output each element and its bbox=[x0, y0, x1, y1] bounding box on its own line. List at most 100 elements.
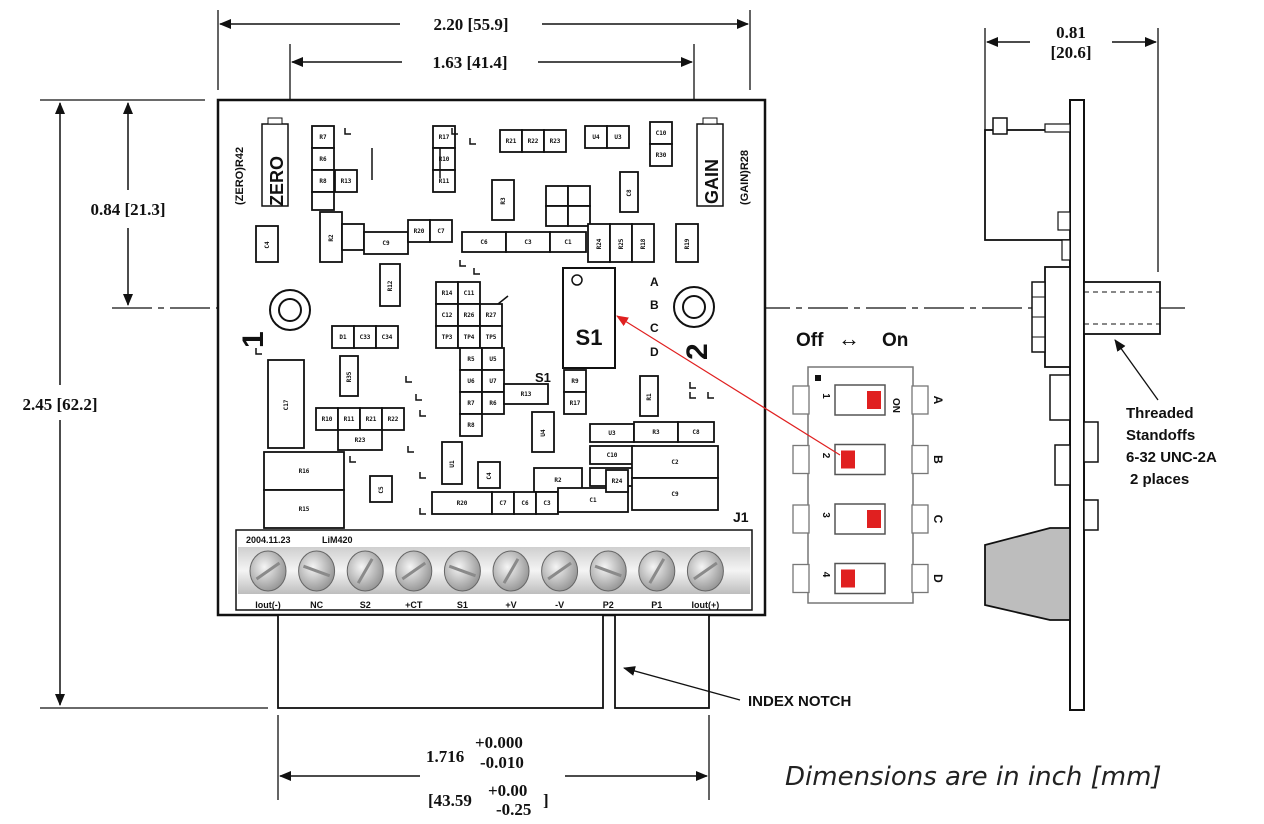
terminal: P2 bbox=[589, 550, 627, 610]
component-footprint: R13 bbox=[334, 169, 358, 193]
switch-s1-small-label: S1 bbox=[535, 370, 551, 385]
index-notch-label: INDEX NOTCH bbox=[748, 693, 851, 710]
silkscreen-mark bbox=[255, 348, 262, 355]
dip-letter: B bbox=[931, 455, 945, 464]
component-footprint bbox=[311, 191, 335, 211]
dim-depth: 0.81 [20.6] bbox=[984, 23, 1159, 272]
component-label: C12 bbox=[442, 312, 453, 319]
overall-width-label: 2.20 [55.9] bbox=[433, 15, 508, 34]
component-label: R13 bbox=[521, 391, 532, 398]
standoff-line-1: Threaded bbox=[1126, 405, 1194, 422]
component-footprint: R23 bbox=[543, 129, 567, 153]
component-footprint: C6 bbox=[513, 491, 537, 515]
dip-leader-line bbox=[616, 315, 841, 456]
component-footprint: R18 bbox=[631, 223, 655, 263]
component-label: C6 bbox=[521, 500, 529, 507]
component-label: C3 bbox=[543, 500, 551, 507]
component-label: R19 bbox=[684, 238, 691, 249]
component-label: U6 bbox=[467, 378, 475, 385]
component-label: R3 bbox=[652, 429, 660, 436]
component-label: D1 bbox=[339, 334, 347, 341]
silkscreen-mark bbox=[451, 128, 458, 135]
silkscreen-mark bbox=[405, 376, 412, 383]
component-footprint: R10 bbox=[315, 407, 339, 431]
component-label: R24 bbox=[612, 478, 623, 485]
dip-number: 1 bbox=[820, 393, 831, 399]
component-label: U5 bbox=[489, 356, 497, 363]
silkscreen-line bbox=[497, 295, 509, 305]
component-label: R6 bbox=[489, 400, 497, 407]
component-footprint: R19 bbox=[675, 223, 699, 263]
terminal-label: Iout(-) bbox=[255, 600, 280, 610]
component-footprint: R1 bbox=[639, 375, 659, 417]
mounting-hole-2: 2 bbox=[673, 286, 715, 360]
component-label: R7 bbox=[319, 134, 327, 141]
terminal-label: Iout(+) bbox=[692, 600, 720, 610]
component-footprint: R30 bbox=[649, 143, 673, 167]
component-footprint: R27 bbox=[479, 303, 503, 327]
component-label: R3 bbox=[500, 197, 507, 205]
component-label: C1 bbox=[589, 497, 597, 504]
component-label: C7 bbox=[499, 500, 507, 507]
component-label: C4 bbox=[264, 241, 271, 249]
component-footprint: U6 bbox=[459, 369, 483, 393]
component-footprint: R6 bbox=[311, 147, 335, 171]
dip-actuator bbox=[867, 391, 881, 409]
component-footprint: R11 bbox=[337, 407, 361, 431]
terminal: S1 bbox=[443, 550, 481, 610]
component-label: R24 bbox=[596, 238, 603, 249]
terminal: Iout(-) bbox=[249, 550, 287, 610]
component-label: C9 bbox=[671, 491, 679, 498]
component-label: R8 bbox=[319, 178, 327, 185]
component-label: R2 bbox=[554, 477, 562, 484]
component-footprint: R2 bbox=[319, 211, 343, 263]
component-footprint: C10 bbox=[589, 445, 635, 465]
switch-s1-footprint: S1 A B C D S1 bbox=[535, 267, 659, 385]
pin-c: C bbox=[650, 321, 659, 335]
dim-overall-width: 2.20 [55.9] bbox=[217, 10, 751, 90]
terminal: S2 bbox=[346, 550, 384, 610]
standoff-line-3: 6-32 UNC-2A bbox=[1126, 449, 1217, 466]
silkscreen-mark bbox=[473, 268, 480, 275]
component-footprint: R35 bbox=[339, 355, 359, 397]
dip-caption-on: On bbox=[882, 330, 908, 351]
component-label: R23 bbox=[550, 138, 561, 145]
dip-number: 4 bbox=[820, 572, 831, 578]
component-footprint: R3 bbox=[491, 179, 515, 221]
component-footprint bbox=[341, 223, 365, 251]
connector-tol-in-lower: -0.010 bbox=[480, 753, 524, 772]
component-footprint: C10 bbox=[649, 121, 673, 145]
component-footprint: R22 bbox=[521, 129, 545, 153]
component-label: R15 bbox=[299, 506, 310, 513]
dip-on-mark: ON bbox=[890, 398, 901, 413]
component-label: R11 bbox=[439, 178, 450, 185]
component-label: C10 bbox=[607, 452, 618, 459]
component-footprint: C7 bbox=[491, 491, 515, 515]
component-label: C8 bbox=[626, 189, 633, 197]
silkscreen-mark bbox=[459, 260, 466, 267]
component-label: R11 bbox=[344, 416, 355, 423]
component-footprint: TP4 bbox=[457, 325, 481, 349]
component-footprint: R20 bbox=[407, 219, 431, 243]
component-label: R7 bbox=[467, 400, 475, 407]
component-footprint: C12 bbox=[435, 303, 459, 327]
hole-1-label: 1 bbox=[237, 331, 270, 348]
component-footprint: U4 bbox=[531, 411, 555, 453]
pin-d: D bbox=[650, 345, 659, 359]
component-footprint: R21 bbox=[359, 407, 383, 431]
component-label: R8 bbox=[467, 422, 475, 429]
connector-ref: J1 bbox=[733, 509, 749, 525]
component-label: R22 bbox=[388, 416, 399, 423]
component-label: U4 bbox=[540, 429, 547, 437]
dip-letter: D bbox=[931, 574, 945, 583]
silkscreen-mark bbox=[689, 382, 696, 389]
component-footprint: TP5 bbox=[479, 325, 503, 349]
silkscreen-mark bbox=[419, 472, 426, 479]
silkscreen-mark bbox=[344, 128, 351, 135]
zero-ref-label: (ZERO)R42 bbox=[234, 147, 246, 205]
terminal: Iout(+) bbox=[686, 550, 724, 610]
